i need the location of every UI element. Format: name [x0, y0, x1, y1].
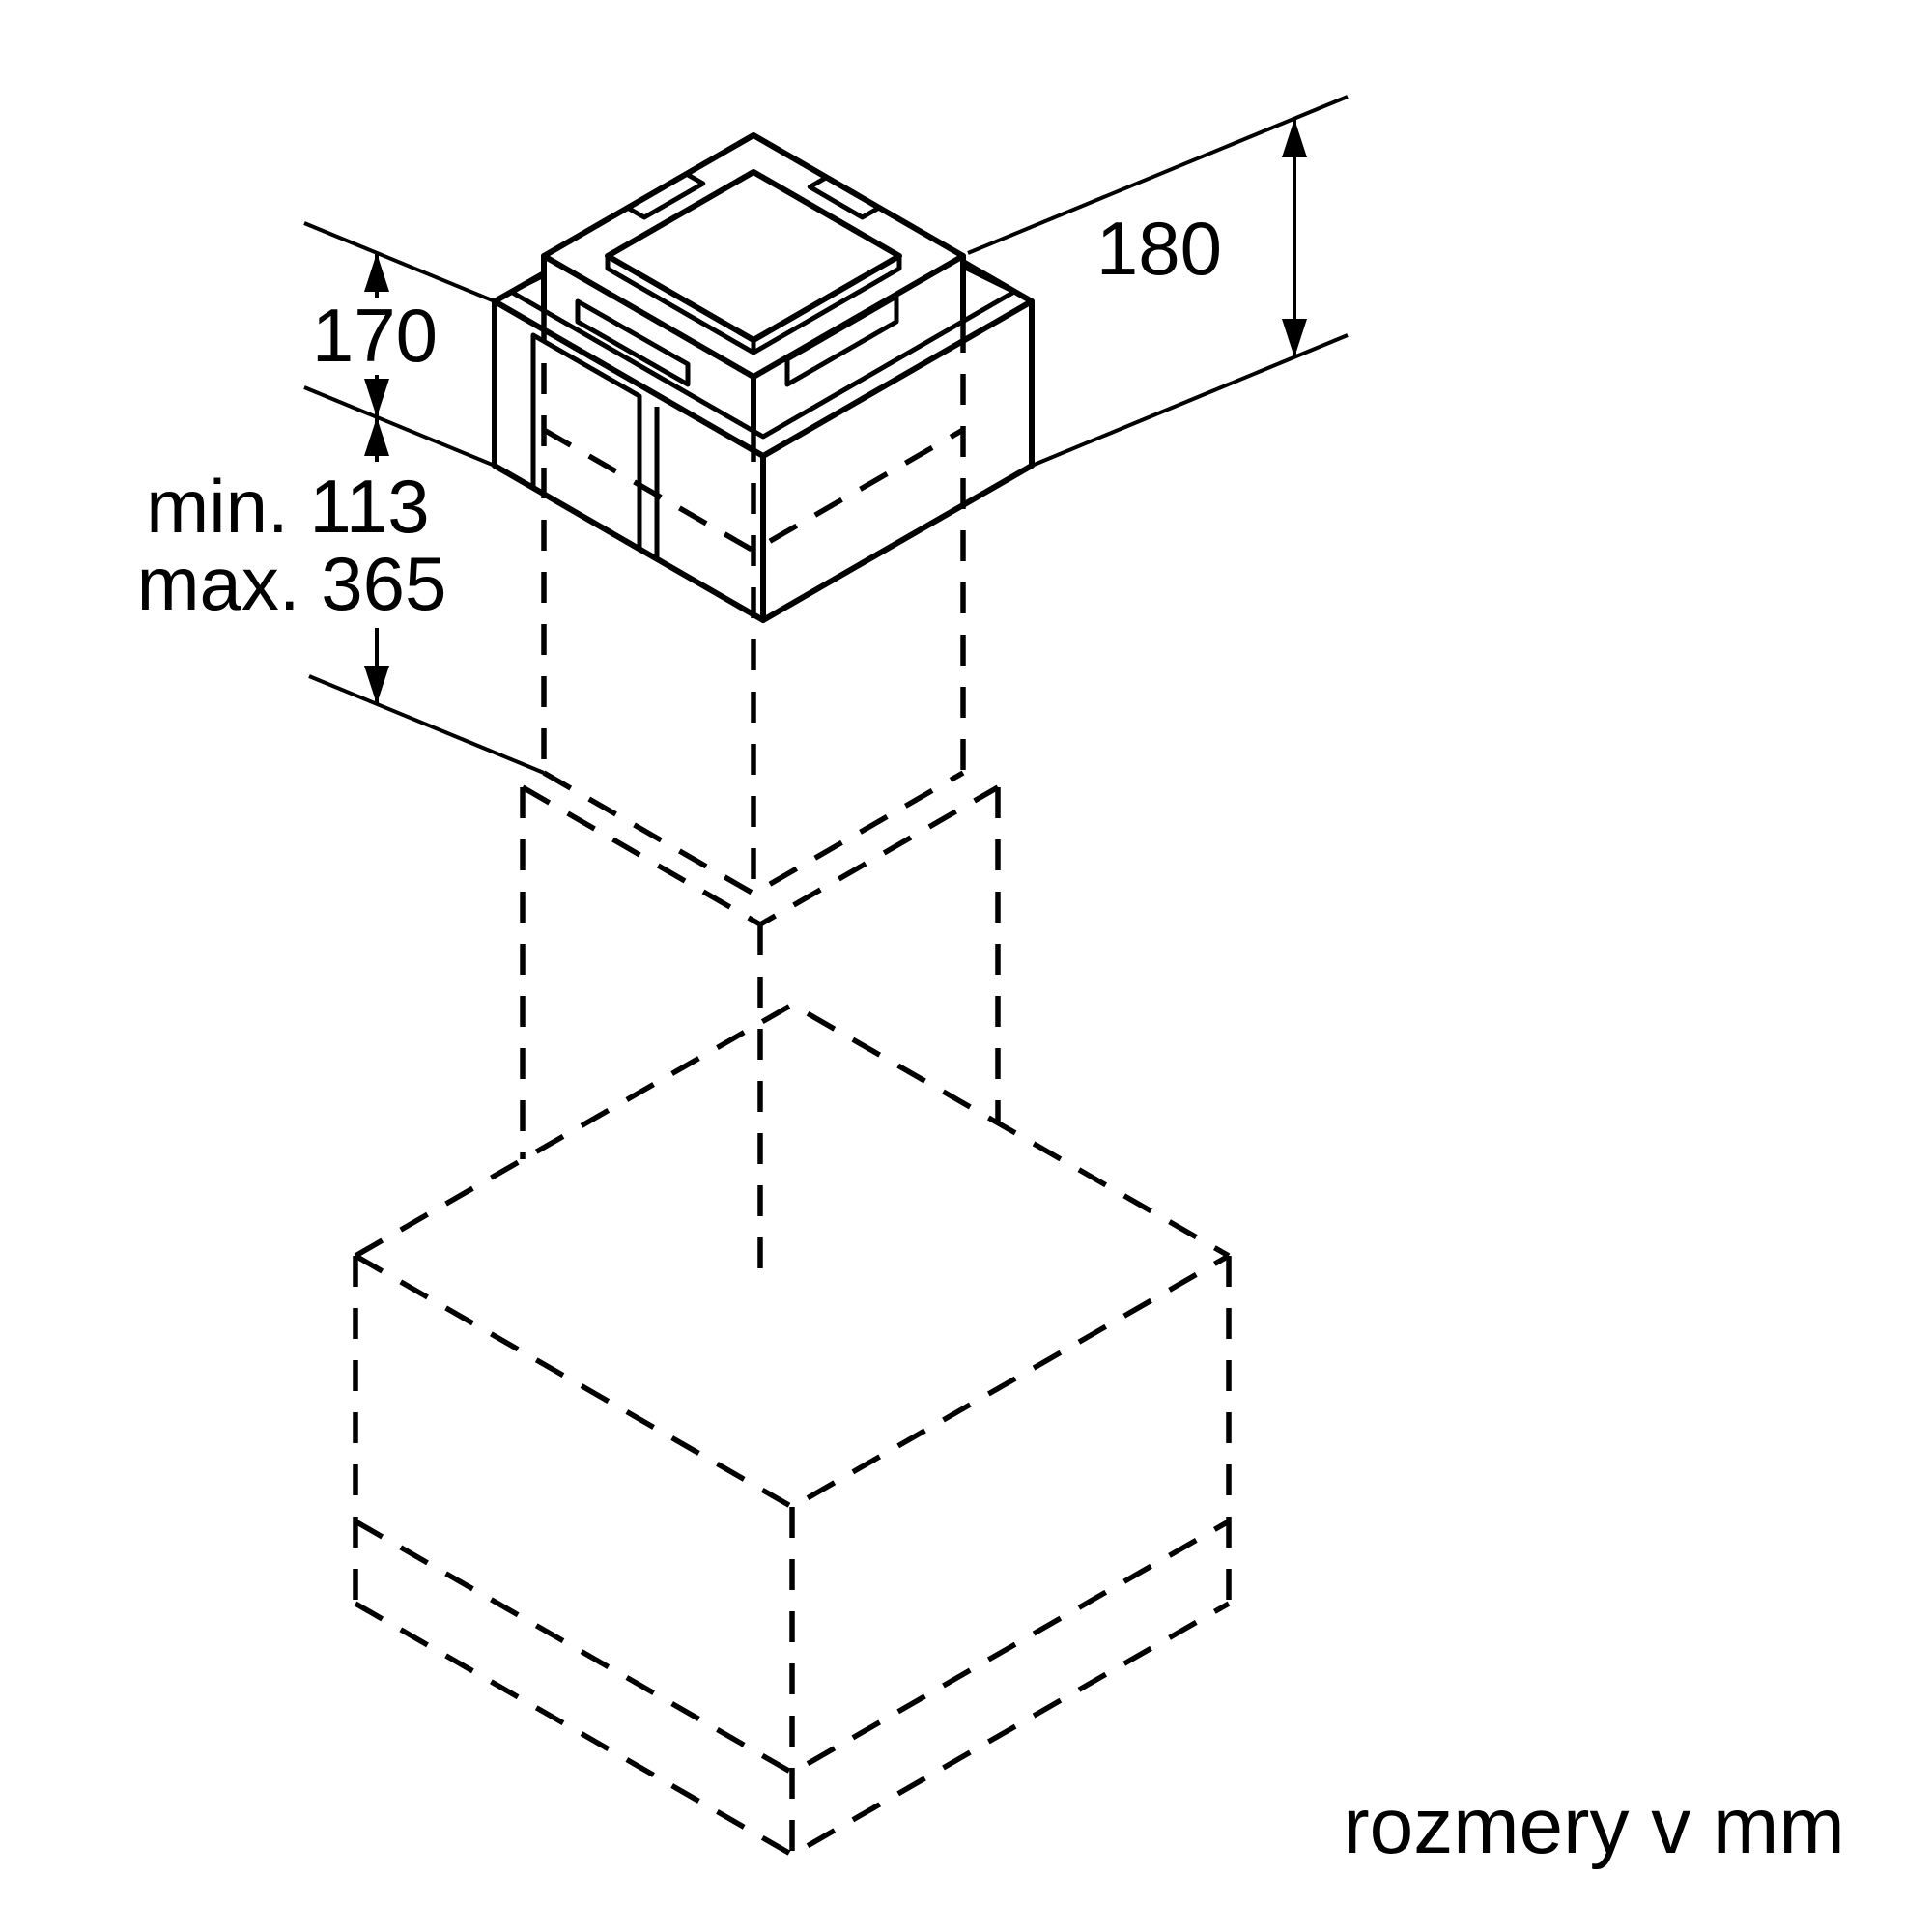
rim-notch [807, 175, 882, 220]
rim-notch [625, 171, 706, 220]
extension-line [1031, 333, 1349, 468]
arrow-down-icon [1282, 319, 1307, 357]
mounting-slot [784, 294, 899, 387]
dashed-chimney-column [520, 784, 1001, 1285]
dimension-170: 170 [303, 221, 496, 468]
extension-line [967, 95, 1349, 255]
hidden-duct-lines [541, 311, 966, 896]
hood-body-outline [353, 1002, 1232, 1858]
chimney-extension-piece [492, 132, 1035, 623]
dimension-label-max: max. 365 [137, 541, 447, 626]
units-caption: rozmery v mm [1343, 1782, 1844, 1870]
arrow-down-icon [364, 379, 389, 417]
access-flap [530, 332, 642, 553]
outer-sleeve [492, 259, 1035, 623]
extension-line [308, 674, 545, 775]
arrow-down-icon [364, 666, 389, 704]
arrow-up-icon [364, 253, 389, 292]
extension-line [303, 221, 496, 303]
dimension-label-170: 170 [312, 293, 438, 378]
dimension-label-min: min. 113 [146, 464, 429, 549]
dimension-min-max: min. 113 max. 365 [137, 417, 545, 775]
dimension-180: 180 [967, 95, 1349, 468]
extension-line [303, 385, 496, 468]
mounting-slot [575, 298, 691, 387]
arrow-up-icon [1282, 119, 1307, 157]
dimension-label-180: 180 [1096, 206, 1222, 291]
telescopic-duct-rim [541, 132, 966, 434]
arrow-up-icon [364, 417, 389, 456]
